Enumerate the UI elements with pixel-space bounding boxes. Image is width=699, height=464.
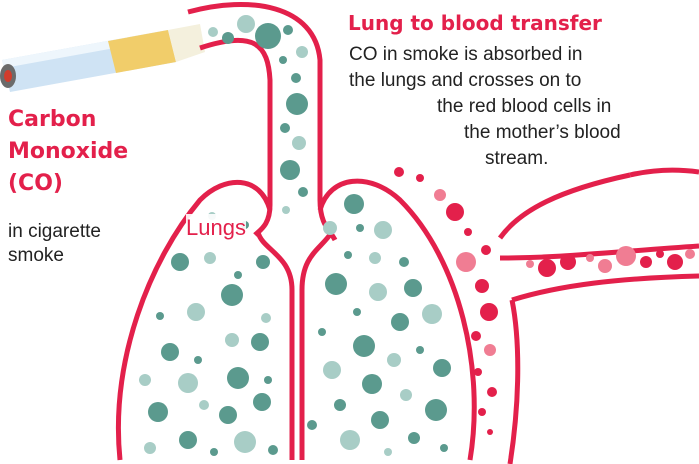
transfer-line: the lungs and crosses on to (349, 68, 697, 94)
transfer-line: the mother’s blood (349, 120, 697, 146)
transfer-line: stream. (349, 146, 697, 172)
co-title-line: Monoxide (8, 136, 128, 168)
transfer-description: CO in smoke is absorbed in the lungs and… (349, 42, 697, 172)
co-title-line: (CO) (8, 168, 128, 200)
lungs-label: Lungs (186, 214, 246, 242)
blood-cells (394, 167, 695, 435)
cigarette-icon (0, 24, 205, 92)
co-description-line: in cigarette (8, 220, 101, 244)
co-description: in cigarette smoke (8, 220, 101, 268)
co-description-line: smoke (8, 244, 101, 268)
co-title-line: Carbon (8, 104, 128, 136)
transfer-line: CO in smoke is absorbed in (349, 42, 697, 68)
windpipe (188, 4, 335, 240)
blood-vessel (500, 170, 699, 464)
transfer-line: the red blood cells in (349, 94, 697, 120)
transfer-title: Lung to blood transfer (348, 10, 602, 36)
co-title: Carbon Monoxide (CO) (8, 104, 128, 200)
lungs-outline (118, 181, 474, 460)
